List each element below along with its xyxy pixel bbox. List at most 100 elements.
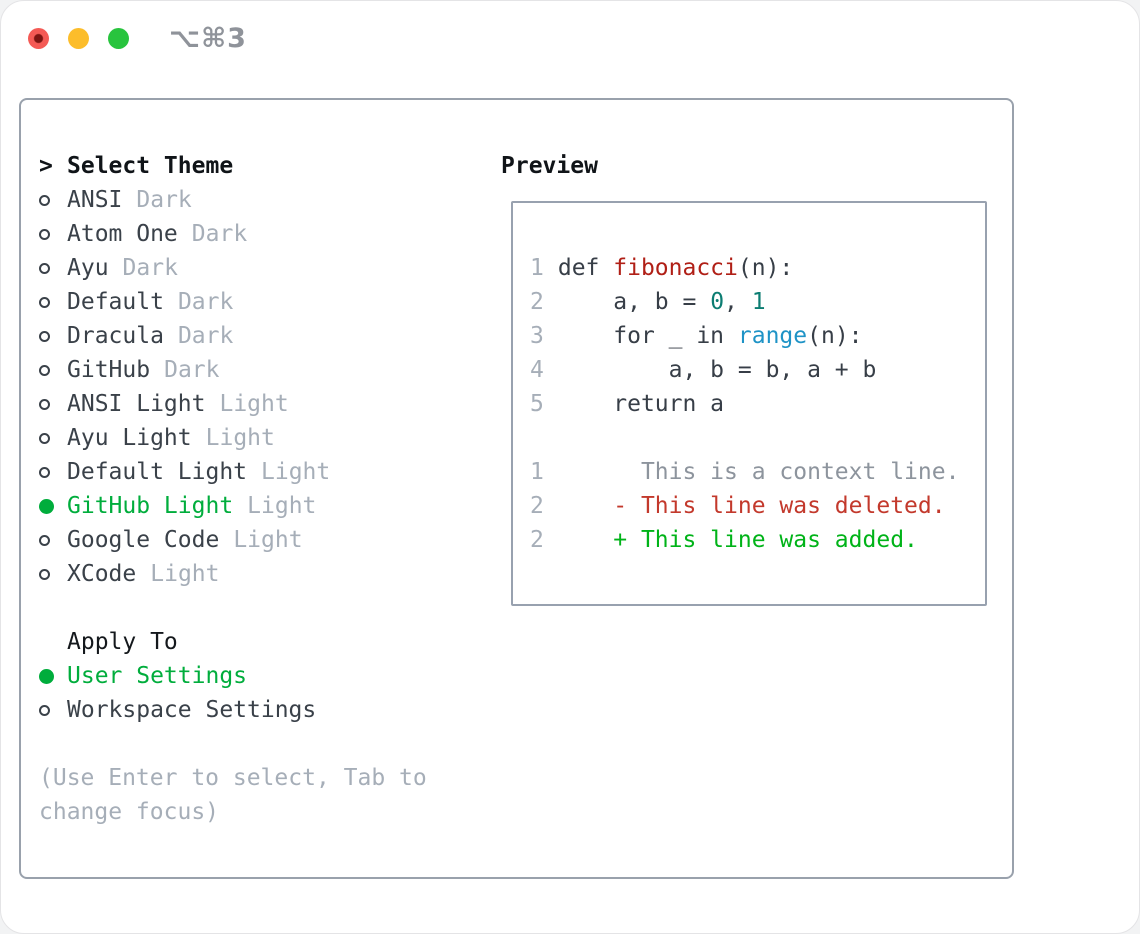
code-token: def [557, 255, 614, 281]
diff-added-line: 2 + This line was added. [530, 523, 985, 557]
code-token: (n): [807, 323, 863, 349]
theme-name: Default Light [67, 459, 248, 485]
theme-variant-tag: Dark [122, 255, 178, 281]
theme-name: Ayu Light [67, 425, 192, 451]
blank-line [530, 421, 985, 455]
theme-option-atom-one-dark[interactable]: Atom One Dark [21, 217, 491, 251]
theme-option-default-light[interactable]: Default Light Light [21, 455, 491, 489]
theme-variant-tag: Dark [177, 323, 234, 349]
theme-option-ayu-dark[interactable]: Ayu Dark [21, 251, 491, 285]
apply-option-label: User Settings [67, 663, 248, 689]
theme-option-dracula-dark[interactable]: Dracula Dark [21, 319, 491, 353]
radio-unselected-icon [39, 432, 67, 444]
apply-to-heading: Apply To [67, 629, 178, 655]
close-button[interactable] [28, 28, 49, 49]
theme-variant-tag: Dark [164, 357, 220, 383]
line-number: 2 [530, 493, 544, 519]
function-name-token: fibonacci [613, 255, 738, 281]
theme-name: Dracula [67, 323, 164, 349]
theme-variant-tag: Dark [191, 221, 248, 247]
select-theme-heading-row: > Select Theme [21, 149, 491, 183]
theme-name: Default [67, 289, 164, 315]
window-title: ⌥⌘3 [169, 23, 247, 54]
theme-option-ansi-light[interactable]: ANSI Light Light [21, 387, 491, 421]
code-token: a, b = b, a + b [557, 357, 877, 383]
radio-unselected-icon [39, 398, 67, 410]
theme-variant-tag: Light [261, 459, 331, 485]
builtin-token: range [737, 323, 808, 349]
prompt-caret-icon: > [39, 153, 53, 179]
code-token: return a [557, 391, 725, 417]
radio-unselected-icon [39, 262, 67, 274]
select-theme-heading: Select Theme [67, 153, 234, 179]
theme-name: ANSI [67, 187, 123, 213]
preview-heading: Preview [501, 153, 598, 179]
radio-unselected-icon [39, 228, 67, 240]
number-token: 1 [751, 289, 766, 315]
theme-variant-tag: Light [233, 527, 303, 553]
theme-name: Ayu [67, 255, 109, 281]
radio-unselected-icon [39, 364, 67, 376]
theme-option-ansi-dark[interactable]: ANSI Dark [21, 183, 491, 217]
code-token: a, b = [557, 289, 711, 315]
theme-option-xcode[interactable]: XCode Light [21, 557, 491, 591]
line-number: 1 [530, 255, 544, 281]
line-number: 5 [530, 391, 544, 417]
apply-to-heading-row: Apply To [21, 625, 491, 659]
theme-variant-tag: Dark [177, 289, 234, 315]
theme-selector-panel: > Select Theme ANSI Dark Atom One Dark A… [19, 98, 1014, 879]
theme-variant-tag: Light [205, 425, 275, 451]
radio-selected-icon [39, 668, 67, 684]
theme-list-column: > Select Theme ANSI Dark Atom One Dark A… [21, 149, 491, 829]
zoom-button[interactable] [108, 28, 129, 49]
radio-unselected-icon [39, 330, 67, 342]
titlebar: ⌥⌘3 [1, 1, 1139, 76]
radio-unselected-icon [39, 296, 67, 308]
minimize-button[interactable] [68, 28, 89, 49]
code-token: (n): [737, 255, 794, 281]
added-text: + This line was added. [557, 527, 918, 553]
apply-option-workspace-settings[interactable]: Workspace Settings [21, 693, 491, 727]
theme-option-google-code[interactable]: Google Code Light [21, 523, 491, 557]
traffic-lights [28, 28, 129, 49]
hint-line-1: (Use Enter to select, Tab to [39, 765, 427, 791]
radio-unselected-icon [39, 704, 67, 716]
radio-unselected-icon [39, 534, 67, 546]
theme-variant-tag: Dark [136, 187, 192, 213]
radio-selected-icon [39, 498, 67, 514]
theme-name: Google Code [67, 527, 220, 553]
code-line-1: 1 def fibonacci(n): [530, 251, 985, 285]
line-number: 1 [530, 459, 544, 485]
code-token: , [724, 289, 752, 315]
theme-variant-tag: Light [247, 493, 317, 519]
theme-option-ayu-light[interactable]: Ayu Light Light [21, 421, 491, 455]
line-number: 3 [530, 323, 544, 349]
theme-variant-tag: Light [150, 561, 220, 587]
context-text: This is a context line. [557, 459, 960, 485]
radio-unselected-icon [39, 194, 67, 206]
code-line-3: 3 for _ in range(n): [530, 319, 985, 353]
diff-context-line: 1 This is a context line. [530, 455, 985, 489]
number-token: 0 [710, 289, 725, 315]
line-number: 2 [530, 289, 544, 315]
theme-option-github-light[interactable]: GitHub Light Light [21, 489, 491, 523]
theme-name: Atom One [67, 221, 178, 247]
code-line-2: 2 a, b = 0, 1 [530, 285, 985, 319]
code-line-5: 5 return a [530, 387, 985, 421]
radio-unselected-icon [39, 466, 67, 478]
apply-option-user-settings[interactable]: User Settings [21, 659, 491, 693]
theme-option-default-dark[interactable]: Default Dark [21, 285, 491, 319]
code-token: for _ in [557, 323, 738, 349]
apply-option-label: Workspace Settings [67, 697, 317, 723]
code-line-4: 4 a, b = b, a + b [530, 353, 985, 387]
theme-name: ANSI Light [67, 391, 206, 417]
theme-variant-tag: Light [219, 391, 289, 417]
diff-deleted-line: 2 - This line was deleted. [530, 489, 985, 523]
theme-option-github-dark[interactable]: GitHub Dark [21, 353, 491, 387]
line-number: 4 [530, 357, 544, 383]
theme-name: XCode [67, 561, 137, 587]
deleted-text: - This line was deleted. [557, 493, 946, 519]
radio-unselected-icon [39, 568, 67, 580]
